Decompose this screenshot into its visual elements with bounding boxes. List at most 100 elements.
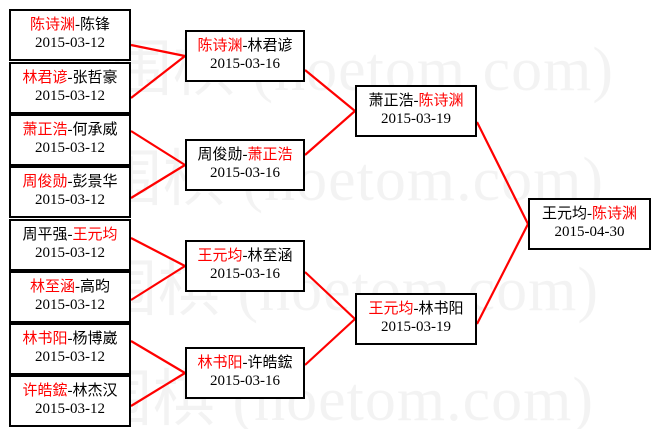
match-players: 许皓鋐-林杰汉 (22, 383, 117, 401)
player-left: 萧正浩 (368, 93, 414, 110)
match-date: 2015-04-30 (554, 224, 625, 240)
player-separator: - (242, 355, 248, 372)
bracket-connector (476, 223, 529, 325)
match-players: 陈诗渊-陈锋 (30, 17, 110, 35)
match-players: 林君谚-张哲豪 (22, 70, 117, 88)
match-players: 王元均-林书阳 (368, 301, 463, 319)
player-right: 许皓鋐 (247, 355, 293, 372)
match-date: 2015-03-12 (35, 349, 105, 365)
player-left: 陈诗渊 (29, 17, 75, 34)
match-date: 2015-03-19 (381, 319, 451, 335)
player-left: 王元均 (197, 248, 243, 265)
player-separator: - (67, 70, 73, 87)
bracket-connector (130, 265, 186, 301)
bracket-connector (304, 69, 356, 112)
bracket-connector (304, 110, 356, 156)
match-players: 林至涵-高昀 (30, 279, 110, 297)
player-left: 萧正浩 (22, 122, 68, 139)
player-separator: - (67, 227, 73, 244)
match-players: 周俊勋-彭景华 (22, 174, 117, 192)
player-left: 陈诗渊 (197, 38, 243, 55)
match-date: 2015-03-12 (35, 297, 105, 313)
player-right: 陈锋 (80, 17, 111, 34)
player-separator: - (67, 331, 73, 348)
player-left: 周平强 (22, 227, 68, 244)
player-separator: - (413, 301, 419, 318)
bracket-connector (130, 237, 186, 267)
player-left: 林君谚 (22, 70, 68, 87)
player-right: 陈诗渊 (418, 93, 464, 110)
match-players: 林书阳-许皓鋐 (197, 355, 292, 373)
player-right: 陈诗渊 (592, 206, 638, 223)
match-date: 2015-03-16 (210, 56, 280, 72)
bracket-connector (304, 318, 356, 366)
player-right: 王元均 (72, 227, 118, 244)
match-date: 2015-03-19 (381, 111, 451, 127)
player-left: 周俊勋 (197, 147, 243, 164)
player-separator: - (242, 147, 248, 164)
bracket-connector (130, 43, 186, 58)
bracket-connector (304, 271, 356, 320)
player-right: 林杰汉 (72, 383, 118, 400)
player-separator: - (67, 174, 73, 191)
player-right: 彭景华 (72, 174, 118, 191)
bracket-connector (130, 164, 186, 199)
player-separator: - (67, 122, 73, 139)
player-left: 王元均 (541, 206, 587, 223)
match-date: 2015-03-12 (35, 245, 105, 261)
player-separator: - (242, 38, 248, 55)
player-right: 张哲豪 (72, 70, 118, 87)
player-left: 王元均 (368, 301, 414, 318)
player-separator: - (67, 383, 73, 400)
player-right: 高昀 (80, 279, 111, 296)
match-date: 2015-03-12 (35, 192, 105, 208)
match-date: 2015-03-12 (35, 401, 105, 417)
player-right: 林书阳 (418, 301, 464, 318)
player-left: 林书阳 (197, 355, 243, 372)
match-players: 林书阳-杨博崴 (22, 331, 117, 349)
match-date: 2015-03-12 (35, 88, 105, 104)
match-date: 2015-03-12 (35, 140, 105, 156)
player-right: 何承威 (72, 122, 118, 139)
player-left: 林至涵 (29, 279, 75, 296)
player-right: 萧正浩 (247, 147, 293, 164)
match-date: 2015-03-16 (210, 373, 280, 389)
bracket-connector (130, 55, 186, 99)
match-players: 王元均-陈诗渊 (542, 206, 637, 224)
match-players: 萧正浩-陈诗渊 (368, 93, 463, 111)
match-players: 陈诗渊-林君谚 (197, 38, 292, 56)
bracket-connector (130, 372, 186, 407)
player-separator: - (413, 93, 419, 110)
player-separator: - (75, 279, 80, 296)
match-players: 周平强-王元均 (22, 227, 117, 245)
player-left: 许皓鋐 (22, 383, 68, 400)
bracket-connector (130, 130, 186, 166)
bracket-connector (476, 121, 529, 225)
bracket-connector (130, 340, 186, 374)
match-players: 王元均-林至涵 (197, 248, 292, 266)
match-date: 2015-03-16 (210, 165, 280, 181)
match-date: 2015-03-12 (35, 35, 105, 51)
player-right: 林君谚 (247, 38, 293, 55)
player-left: 周俊勋 (22, 174, 68, 191)
player-separator: - (75, 17, 80, 34)
match-date: 2015-03-16 (210, 266, 280, 282)
player-left: 林书阳 (22, 331, 68, 348)
